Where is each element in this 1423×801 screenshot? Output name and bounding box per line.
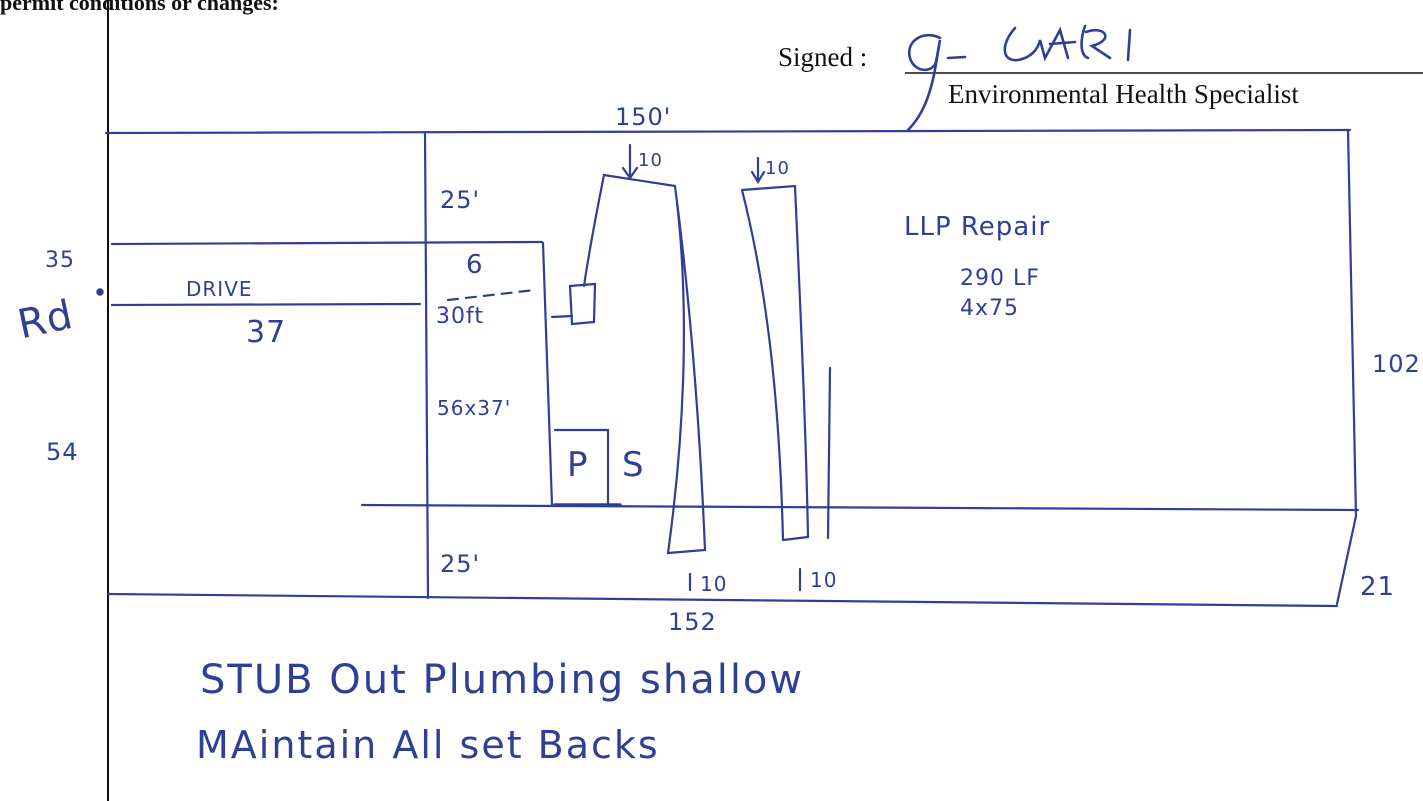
field-setback-bottom-1: 10 [700, 572, 728, 596]
signature [906, 24, 1132, 132]
repair-length: 290 LF [960, 266, 1040, 291]
lot-right-line [1335, 128, 1358, 606]
drain-trench-3 [826, 366, 832, 540]
pipe-up [582, 173, 677, 288]
field-setback-top-2: 10 [765, 158, 790, 179]
road-label: Rd [13, 291, 78, 349]
lot-top-label: 150' [615, 103, 672, 131]
drain-trench-2 [740, 184, 810, 542]
tank-box [568, 282, 597, 326]
lot-top-line [104, 128, 1352, 135]
drain-trench-1 [666, 184, 707, 555]
house-left-wall [423, 130, 430, 600]
porch-label: P [567, 445, 589, 485]
field-setback-top-1: 10 [638, 150, 663, 171]
lot-left-bottom-label: 54 [46, 438, 79, 466]
signed-label: Signed : [778, 42, 868, 72]
signer-title: Environmental Health Specialist [948, 79, 1299, 109]
driveway-length: 37 [246, 315, 287, 350]
house-size-label: 56x37' [437, 396, 512, 420]
house-setback-side: 6 [466, 250, 484, 280]
driveway-top [110, 240, 544, 246]
rear-line [360, 503, 1360, 512]
repair-size: 4x75 [960, 296, 1020, 321]
lot-bottom-label: 152 [668, 608, 717, 636]
lot-bottom-line [106, 592, 1339, 608]
driveway-bottom [110, 302, 422, 307]
pipe-to-tank [550, 314, 574, 319]
road-dot [96, 288, 104, 296]
house-setback-tank: 30ft [436, 304, 484, 329]
header-fragment: permit conditions or changes: [0, 0, 279, 15]
driveway-dash [446, 288, 537, 302]
lot-left-top-label: 35 [45, 248, 75, 273]
repair-title: LLP Repair [904, 212, 1051, 242]
house-setback-bottom: 25' [440, 550, 481, 578]
setback-arrow-top-2 [750, 156, 766, 185]
driveway-label: DRIVE [186, 277, 253, 301]
house-right-wall [541, 241, 554, 507]
tank-symbol: S [622, 445, 645, 485]
note-line-1: STUB Out Plumbing shallow [200, 657, 805, 703]
lot-bottom-right-label: 21 [1360, 572, 1396, 602]
setback-arrow-top-1 [621, 143, 639, 180]
porch-box [553, 428, 610, 505]
lot-right-label: 102 [1372, 350, 1421, 378]
field-setback-bottom-2: 10 [810, 568, 838, 592]
note-line-2: MAintain All set Backs [196, 723, 660, 767]
house-setback-top: 25' [440, 186, 481, 214]
